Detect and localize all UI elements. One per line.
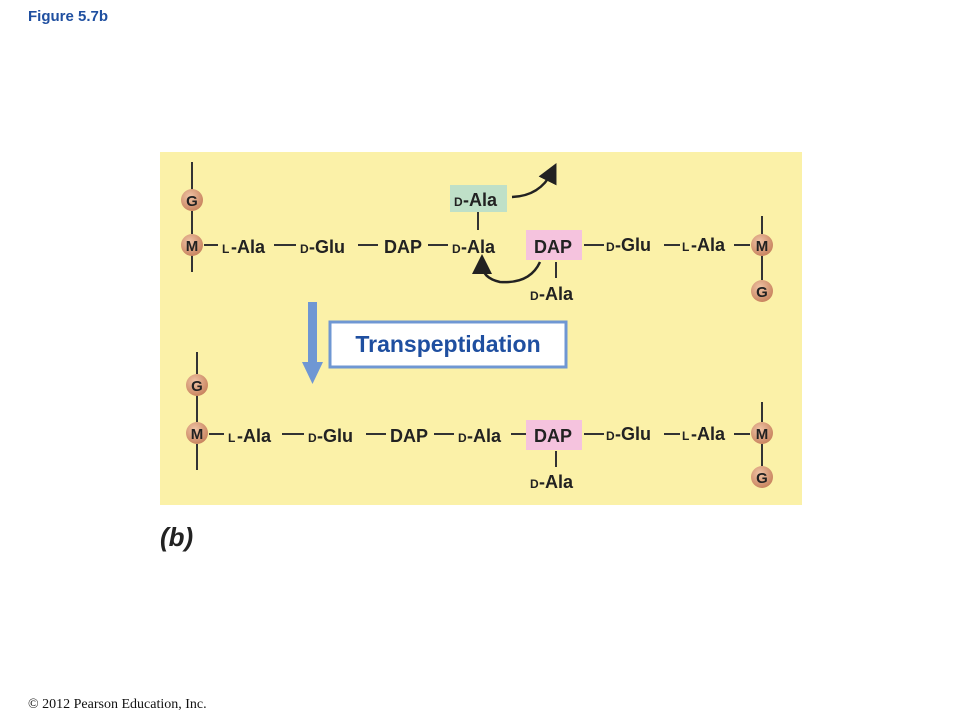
svg-text:-Ala: -Ala	[237, 426, 272, 446]
svg-text:-Glu: -Glu	[309, 237, 345, 257]
svg-text:L: L	[222, 242, 229, 256]
svg-text:G: G	[756, 284, 768, 301]
top-right-glycan: M G	[751, 216, 773, 302]
bottom-l-ala: L -Ala	[228, 426, 272, 446]
svg-text:M: M	[756, 426, 769, 443]
top-l-ala: L -Ala	[222, 237, 266, 257]
process-down-arrow	[302, 302, 323, 384]
bottom-right-d-ala-side: D -Ala	[530, 472, 574, 492]
svg-text:D: D	[606, 240, 615, 254]
svg-text:G: G	[756, 470, 768, 487]
figure-label: Figure 5.7b	[28, 8, 109, 25]
sugar-m-top-right: M	[751, 234, 773, 256]
bottom-d-glu: D -Glu	[308, 426, 353, 446]
sugar-m-top-left: M	[181, 234, 203, 256]
top-d-glu: D -Glu	[300, 237, 345, 257]
sugar-g-bottom-left: G	[186, 374, 208, 396]
svg-text:L: L	[228, 431, 235, 445]
svg-text:L: L	[682, 240, 689, 254]
svg-text:-Ala: -Ala	[463, 190, 498, 210]
released-d-ala: D -Ala	[454, 190, 498, 210]
svg-text:-Ala: -Ala	[467, 426, 502, 446]
bottom-right-glycan: M G	[751, 402, 773, 488]
top-right-dap-highlight	[526, 230, 582, 260]
attack-arrow	[472, 254, 542, 284]
top-d-ala-terminal: D -Ala	[452, 237, 496, 257]
sugar-g-top-left: G	[181, 189, 203, 211]
svg-text:D: D	[606, 429, 615, 443]
transpeptidation-label: Transpeptidation	[355, 331, 540, 357]
svg-text:L: L	[682, 429, 689, 443]
released-d-ala-highlight	[450, 185, 507, 212]
svg-text:D: D	[308, 431, 317, 445]
bottom-d-ala-crosslink: D -Ala	[458, 426, 502, 446]
sugar-m-bottom-left: M	[186, 422, 208, 444]
sugar-g-top-right: G	[751, 280, 773, 302]
top-right-dap: DAP	[534, 237, 572, 257]
svg-text:-Ala: -Ala	[691, 424, 726, 444]
svg-text:M: M	[191, 426, 204, 443]
top-right-d-glu: D -Glu	[606, 235, 651, 255]
sugar-g-label: G	[186, 193, 198, 210]
transpeptidation-box	[328, 320, 568, 369]
top-right-l-ala: L -Ala	[682, 235, 726, 255]
sugar-m-label: M	[186, 238, 199, 255]
release-arrow	[511, 163, 557, 199]
bottom-right-dap: DAP	[534, 426, 572, 446]
bottom-right-d-glu: D -Glu	[606, 424, 651, 444]
part-label: (b)	[160, 522, 194, 552]
svg-text:-Glu: -Glu	[615, 235, 651, 255]
svg-text:-Ala: -Ala	[231, 237, 266, 257]
svg-text:D: D	[452, 242, 461, 256]
bottom-right-l-ala: L -Ala	[682, 424, 726, 444]
sugar-m-bottom-right: M	[751, 422, 773, 444]
bottom-right-dap-highlight	[526, 420, 582, 450]
bottom-left-glycan: G M	[186, 352, 208, 470]
top-right-d-ala-side: D -Ala	[530, 284, 574, 304]
copyright-notice: © 2012 Pearson Education, Inc.	[28, 697, 207, 712]
svg-text:-Glu: -Glu	[317, 426, 353, 446]
svg-text:D: D	[454, 195, 463, 209]
svg-text:-Ala: -Ala	[691, 235, 726, 255]
svg-text:M: M	[756, 238, 769, 255]
svg-text:D: D	[530, 477, 539, 491]
svg-text:D: D	[300, 242, 309, 256]
svg-text:-Ala: -Ala	[461, 237, 496, 257]
top-left-glycan: G M	[181, 162, 203, 272]
svg-text:D: D	[458, 431, 467, 445]
transpeptidation-diagram: G M L -Ala D -Glu DAP D -Ala D -A	[160, 152, 802, 505]
svg-text:-Ala: -Ala	[539, 472, 574, 492]
svg-text:G: G	[191, 378, 203, 395]
svg-text:-Ala: -Ala	[539, 284, 574, 304]
svg-text:-Glu: -Glu	[615, 424, 651, 444]
top-dap: DAP	[384, 237, 422, 257]
bottom-dap: DAP	[390, 426, 428, 446]
svg-text:D: D	[530, 289, 539, 303]
sugar-g-bottom-right: G	[751, 466, 773, 488]
